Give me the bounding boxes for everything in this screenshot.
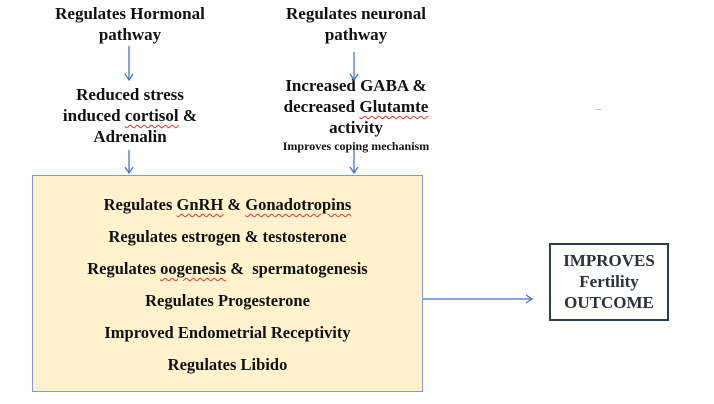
label-line: decreased Glutamte (246, 96, 466, 117)
hormonal-pathway-label: Regulates Hormonal pathway (30, 3, 230, 45)
arrow-down-icon (124, 46, 134, 82)
outcome-box: IMPROVES Fertility OUTCOME (549, 243, 669, 321)
spellcheck-word: oogenesis (160, 259, 227, 278)
spellcheck-word: Glutamte (359, 97, 429, 116)
text: & (223, 195, 246, 214)
effect-line: Regulates estrogen & testosterone (108, 227, 347, 246)
gaba-glutamate-label: Increased GABA & decreased Glutamte acti… (246, 75, 466, 138)
effect-line: Regulates oogenesis & spermatogenesis (33, 259, 422, 279)
coping-mechanism-note: Improves coping mechanism (282, 139, 430, 153)
text: Regulates (87, 259, 161, 278)
label-line: Increased GABA & (285, 76, 427, 95)
outcome-line: OUTCOME (564, 293, 654, 312)
arrow-down-icon (349, 52, 359, 82)
arrow-right-icon (423, 294, 534, 304)
text: Regulates (103, 195, 177, 214)
label-line: pathway (98, 25, 162, 44)
label-line: Regulates Hormonal (55, 4, 205, 23)
neuronal-pathway-label: Regulates neuronal pathway (256, 3, 456, 45)
arrow-down-icon (349, 150, 359, 175)
outcome-line: Fertility (579, 272, 639, 291)
label-line: activity (329, 118, 383, 137)
arrow-down-icon (124, 150, 134, 175)
label-line: Reduced stress (76, 85, 184, 104)
effect-line: Regulates Libido (167, 355, 288, 374)
spellcheck-word: Gonadotropins (245, 195, 352, 214)
effects-box: Regulates GnRH & Gonadotropins Regulates… (32, 175, 423, 392)
text: induced (62, 106, 125, 125)
label-line: Adrenalin (93, 127, 167, 146)
effect-line: Improved Endometrial Receptivity (104, 323, 351, 342)
label-line: Regulates neuronal (286, 4, 426, 23)
spellcheck-word: cortisol (124, 106, 179, 125)
reduced-stress-label: Reduced stress induced cortisol & Adrena… (30, 84, 230, 147)
stray-mark (596, 109, 602, 110)
text: decreased (283, 97, 360, 116)
label-line: pathway (324, 25, 388, 44)
effect-line: Regulates GnRH & Gonadotropins (33, 195, 422, 215)
spellcheck-word: GnRH (176, 195, 224, 214)
text: & spermatogenesis (226, 259, 368, 278)
outcome-line: IMPROVES (563, 251, 655, 270)
text: & (178, 106, 198, 125)
effect-line: Regulates Progesterone (145, 291, 310, 310)
label-line: induced cortisol & (30, 105, 230, 126)
